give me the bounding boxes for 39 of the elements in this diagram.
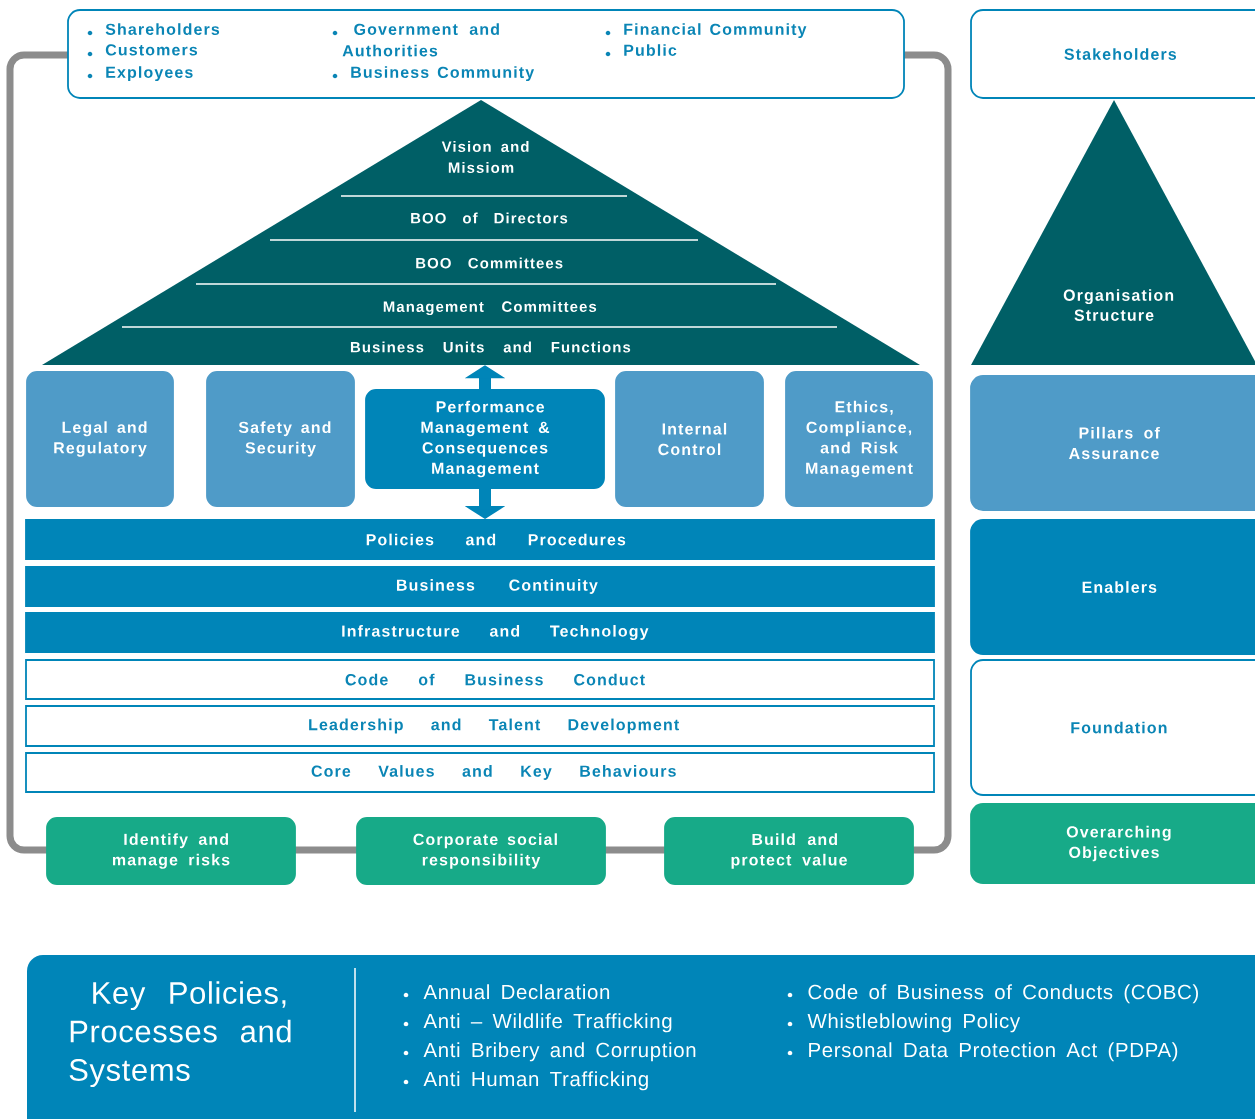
list-item: Customers bbox=[87, 44, 198, 57]
level-label-box: Pillars of Assurance bbox=[970, 375, 1255, 511]
layer-bar: Core Values and Key Behaviours bbox=[25, 752, 935, 793]
layer-bar: Business Continuity bbox=[25, 566, 935, 607]
list-item: Government and Authorities bbox=[332, 23, 499, 57]
panel-title: Key Policies, Processes and Systems bbox=[69, 981, 291, 1088]
tier-label: Business Units and Functions bbox=[350, 341, 631, 353]
list-item: Annual Declaration bbox=[403, 984, 610, 1000]
layer-bar: Infrastructure and Technology bbox=[25, 612, 935, 653]
list-item: Whistleblowing Policy bbox=[787, 1013, 1021, 1033]
list-item: Anti – Wildlife Trafficking bbox=[403, 1013, 672, 1033]
list-item: Code of Business of Conducts (COBC) bbox=[787, 984, 1198, 1004]
pillar-box: Ethics, Compliance, and Risk Management bbox=[785, 371, 933, 507]
pillar-box: Performance Management & Consequences Management bbox=[365, 389, 605, 489]
list-item: Anti Human Trafficking bbox=[403, 1071, 648, 1091]
list-item: Personal Data Protection Act (PDPA) bbox=[787, 1042, 1178, 1062]
level-label-box: Enablers bbox=[970, 519, 1255, 655]
tier-label: Vision and Missiom bbox=[441, 141, 529, 173]
objective-box: Corporate social responsibility bbox=[356, 817, 606, 885]
objective-box: Build and protect value bbox=[664, 817, 914, 885]
level-label-box: Overarching Objectives bbox=[970, 803, 1255, 884]
tier-label: BOO Committees bbox=[416, 257, 563, 269]
layer-bar: Leadership and Talent Development bbox=[25, 705, 935, 747]
structure-triangle: Organisation Structure bbox=[971, 100, 1255, 365]
list-item: Public bbox=[605, 44, 677, 57]
layer-bar: Code of Business Conduct bbox=[25, 659, 935, 700]
pillar-box: Internal Control bbox=[615, 371, 764, 507]
level-label-box: Stakeholders bbox=[970, 9, 1255, 99]
objective-box: Identify and manage risks bbox=[46, 817, 296, 885]
list-item: Exployees bbox=[87, 66, 193, 82]
list-item: Financial Community bbox=[605, 23, 807, 39]
tier-label: Management Committees bbox=[383, 301, 597, 316]
list-item: Business Community bbox=[332, 66, 535, 82]
list-item: Shareholders bbox=[87, 23, 220, 36]
pillar-box: Legal and Regulatory bbox=[26, 371, 174, 507]
tier-label: BOO of Directors bbox=[411, 212, 568, 224]
list-item: Anti Bribery and Corruption bbox=[403, 1042, 696, 1062]
level-label-box: Foundation bbox=[970, 659, 1255, 796]
pillar-box: Safety and Security bbox=[206, 371, 355, 507]
